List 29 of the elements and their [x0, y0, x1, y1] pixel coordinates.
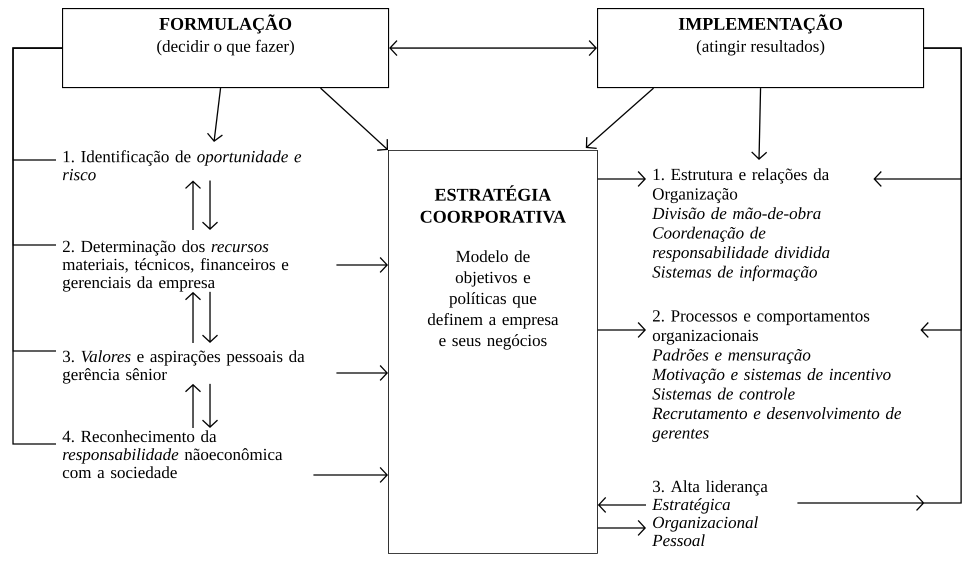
arrow [202, 292, 218, 343]
arrow [185, 180, 201, 230]
arrow [586, 88, 654, 150]
list-text: 1. Estrutura e relações da Organização Divisão de mão-de-obra Coordenação de responsabilidade dividida Sistemas de informação [652, 168, 830, 282]
heading-box: FORMULAÇÃO (decidir o que fazer) [62, 8, 390, 88]
arrow [336, 257, 388, 273]
list-text: 4. Reconhecimento da responsabilidade nãoeconômica com a sociedade [62, 430, 282, 478]
strategy-box: ESTRATÉGIA COORPORATIVA Modelo de objetivos e políticas que definem a empresa e seus negócios [388, 150, 598, 554]
list-text: 1. Identificação de oportunidade e risco [62, 150, 302, 180]
connector-line [12, 47, 62, 445]
arrow [336, 365, 388, 381]
list-text: 3. Valores e aspirações pessoais da gerência sênior [62, 350, 304, 384]
arrow [185, 384, 201, 428]
arrow [313, 467, 388, 483]
arrow [598, 171, 646, 187]
arrow [598, 497, 646, 513]
list-text: 3. Alta liderança Estratégica Organizacional Pessoal [652, 480, 768, 546]
arrow [202, 384, 218, 428]
heading-box: IMPLEMENTAÇÃO (atingir resultados) [597, 8, 924, 88]
arrow [389, 40, 597, 56]
list-text: 2. Processos e comportamentos organizacionais Padrões e mensuração Motivação e sistemas de incentivo Sistemas de controle Recrutamento e desenvolvimento de gerentes [652, 310, 902, 442]
arrow [320, 88, 388, 151]
arrow [598, 322, 646, 338]
arrow [202, 180, 218, 230]
list-text: 2. Determinação dos recursos materiais, técnicos, financeiros e gerenciais da empresa [62, 240, 288, 292]
arrow [207, 88, 223, 142]
arrow [598, 520, 646, 536]
arrow [751, 88, 768, 160]
arrow [185, 292, 201, 343]
